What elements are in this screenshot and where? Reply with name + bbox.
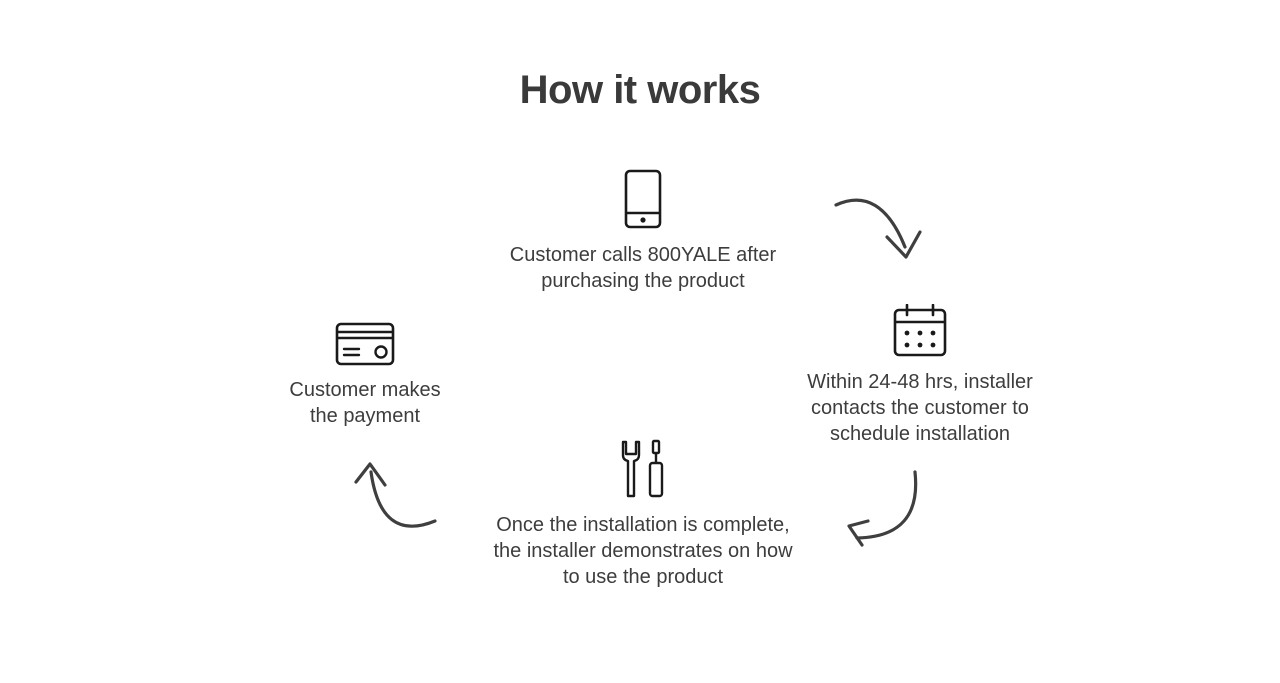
phone-icon [624,169,662,229]
curved-arrow-icon [354,462,437,528]
page-title: How it works [519,68,761,112]
step-installation-demo: Once the installation is complete, the i… [468,439,818,590]
step-label: Once the installation is complete, the i… [493,514,793,588]
step-label: Customer calls 800YALE after purchasing … [509,244,777,292]
step-installer-contacts: Within 24-48 hrs, installer contacts the… [780,304,1060,447]
credit-card-icon [335,322,395,366]
step-customer-payment: Customer makes the payment [265,321,465,429]
step-label: Customer makes the payment [289,379,441,427]
curved-arrow-icon [847,470,918,547]
curved-arrow-icon [834,198,922,259]
step-customer-calls: Customer calls 800YALE after purchasing … [483,168,803,294]
step-label: Within 24-48 hrs, installer contacts the… [807,371,1033,445]
tools-icon [621,439,664,498]
calendar-icon [893,304,947,357]
